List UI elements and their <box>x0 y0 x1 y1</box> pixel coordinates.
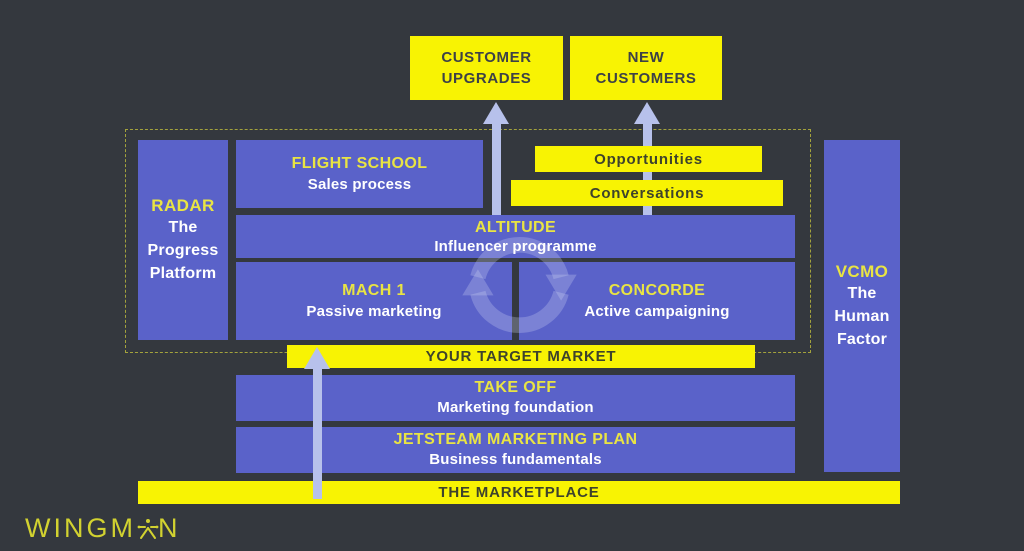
take-off-title: TAKE OFF <box>474 379 557 396</box>
flight-school-title: FLIGHT SCHOOL <box>291 154 428 172</box>
customer-upgrades-box: CUSTOMER UPGRADES <box>410 36 563 100</box>
mach1-title: MACH 1 <box>342 281 406 299</box>
box-take-off: TAKE OFF Marketing foundation <box>236 375 795 421</box>
altitude-title: ALTITUDE <box>474 218 557 236</box>
arrow-shaft-marketplace <box>313 366 322 499</box>
radar-subtitle: The Progress Platform <box>147 218 219 282</box>
altitude-subtitle: Influencer programme <box>434 237 597 255</box>
opportunities-bar: Opportunities <box>535 146 762 172</box>
jetsteam-subtitle: Business fundamentals <box>429 451 602 468</box>
new-customers-box: NEW CUSTOMERS <box>570 36 722 100</box>
marketplace-bar: THE MARKETPLACE <box>138 481 900 504</box>
jetsteam-title: JETSTEAM MARKETING PLAN <box>393 431 638 448</box>
box-concorde: CONCORDE Active campaigning <box>519 262 795 340</box>
take-off-subtitle: Marketing foundation <box>437 399 594 416</box>
arrow-up-icon-marketplace <box>304 347 330 369</box>
concorde-subtitle: Active campaigning <box>584 302 730 320</box>
box-altitude: ALTITUDE Influencer programme <box>236 215 795 258</box>
arrow-up-icon-customer-upgrades <box>483 102 509 124</box>
box-mach1: MACH 1 Passive marketing <box>236 262 512 340</box>
conversations-bar: Conversations <box>511 180 783 206</box>
flight-school-subtitle: Sales process <box>307 175 412 193</box>
logo-text-right: N <box>157 512 181 543</box>
star-person-icon <box>137 519 159 539</box>
arrow-up-icon-new-customers <box>634 102 660 124</box>
radar-title: RADAR <box>151 195 215 215</box>
concorde-title: CONCORDE <box>608 281 706 299</box>
vcmo-subtitle: The Human Factor <box>834 284 890 348</box>
box-radar: RADAR The Progress Platform <box>138 140 228 340</box>
arrow-shaft-customer-upgrades <box>492 122 501 215</box>
wingman-logo: WINGM N <box>25 512 180 544</box>
box-vcmo: VCMO The Human Factor <box>824 140 900 472</box>
mach1-subtitle: Passive marketing <box>306 302 442 320</box>
vcmo-title: VCMO <box>835 261 889 281</box>
box-jetsteam: JETSTEAM MARKETING PLAN Business fundame… <box>236 427 795 473</box>
logo-text-left: WINGM <box>25 512 136 543</box>
target-market-bar: YOUR TARGET MARKET <box>287 345 755 368</box>
box-flight-school: FLIGHT SCHOOL Sales process <box>236 140 483 208</box>
